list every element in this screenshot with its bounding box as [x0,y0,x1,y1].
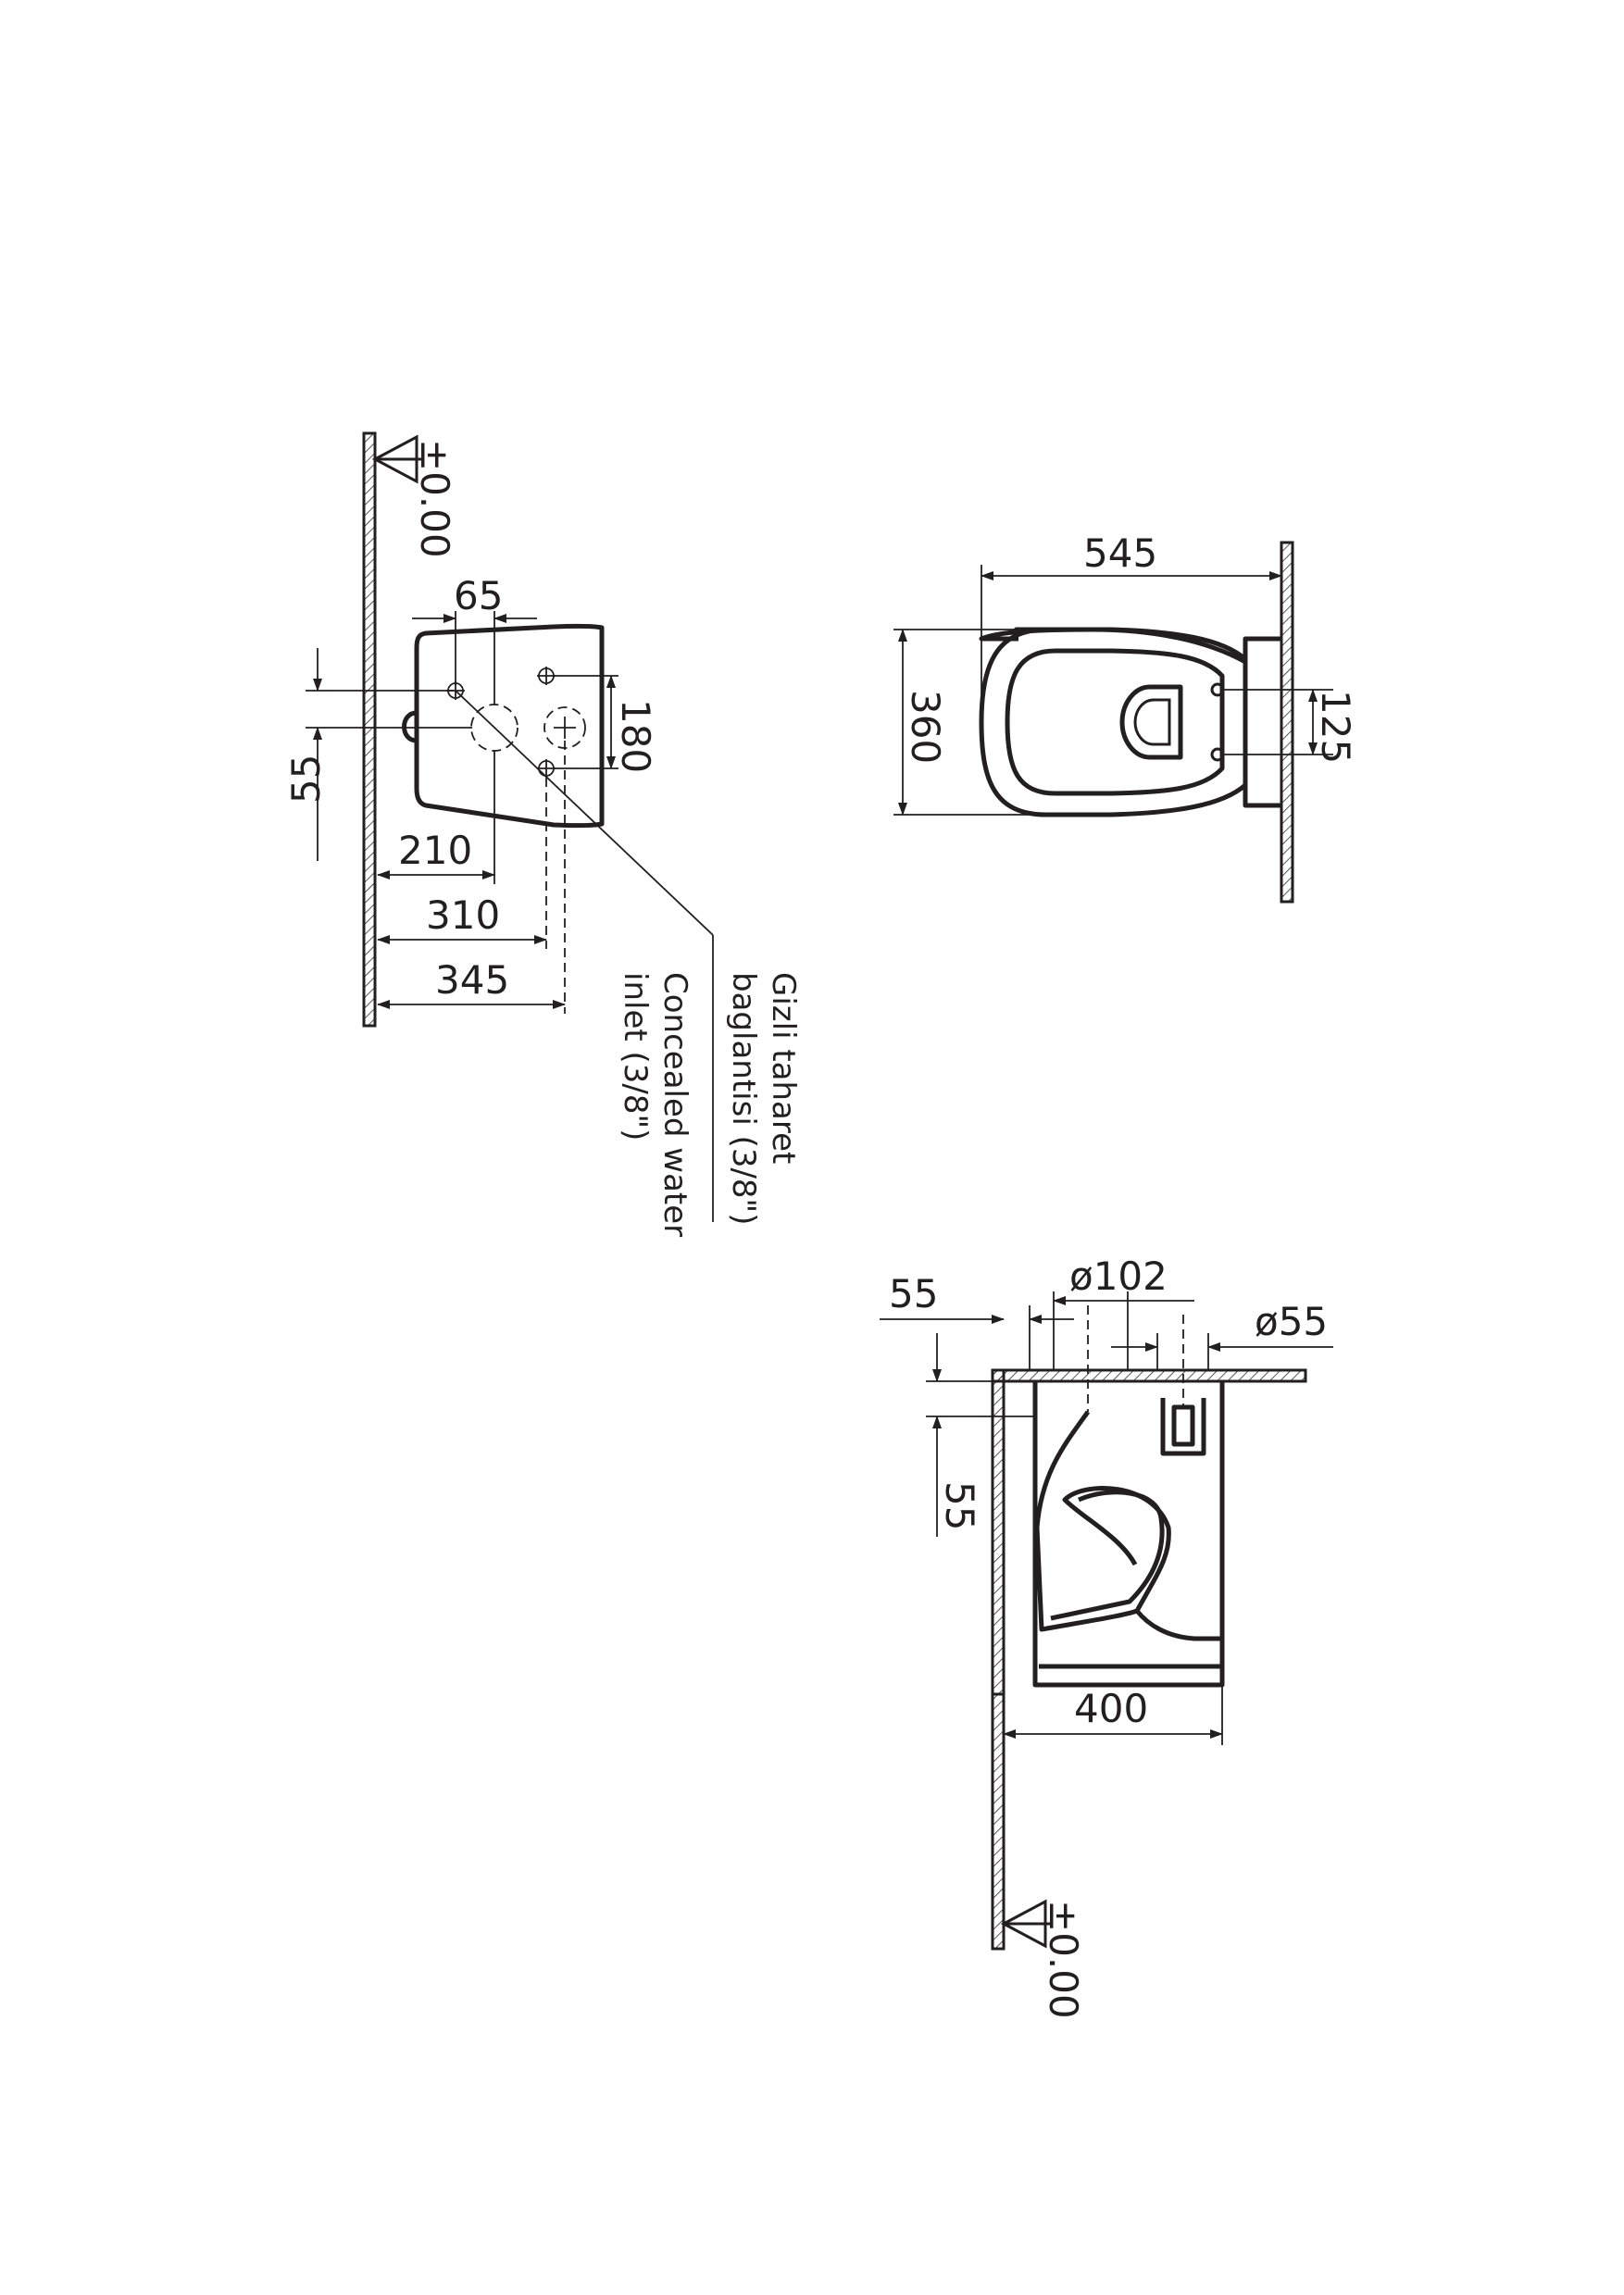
inlet-spud [1160,1398,1206,1456]
toilet-side-outline [414,623,605,829]
dim-125-label: 125 [1313,690,1358,764]
callout-en-line2: inlet (3/8") [617,972,654,1141]
dim-210-label: 210 [398,828,472,873]
callout-leader [455,690,714,1222]
dim-65-label: 65 [454,573,503,618]
bowl-inner [1005,648,1225,796]
side-view: ±0.00 65 [283,431,802,1237]
callout-tr-line2: baglantisi (3/8") [725,972,762,1225]
dim-55-side: 55 [926,1333,1035,1537]
dim-310: 310 [377,778,547,949]
wall-hatch-plan [1280,541,1294,904]
dim-180: 180 [554,675,658,773]
bowl-outlet [1119,684,1183,760]
dim-55-dia-label: ø55 [1255,1299,1328,1344]
dim-55-left: 55 [283,648,472,861]
dim-360-label: 360 [903,690,948,764]
mounting-block [1243,636,1281,808]
callout-tr-line1: Gizli taharet [765,972,802,1164]
dim-210: 210 [377,750,495,884]
callout-en-line1: Concealed water [656,972,693,1237]
outlet-stub [402,710,418,743]
level-mark-left: ±0.00 [371,434,457,558]
bowl-outer-shape [979,627,1248,817]
dim-55-left-label: 55 [283,755,329,804]
dim-102-label: ø102 [1069,1254,1168,1299]
trap-profile [1034,1410,1220,1669]
dim-55-side-label: 55 [937,1481,982,1530]
dim-55-dia: ø55 [1111,1299,1333,1370]
dim-400-label: 400 [1074,1686,1148,1731]
plan-view: 545 360 125 [893,530,1358,904]
level-label-left: ±0.00 [412,439,457,558]
bowl-outlet-inner [1133,698,1171,746]
dim-360: 360 [893,629,1046,816]
dim-102: ø102 [1053,1254,1194,1370]
wall-hatch-section [991,1368,1006,1696]
dim-180-label: 180 [613,699,658,773]
dim-55-top: 55 [880,1271,1074,1370]
dim-65: 65 [412,573,537,705]
dim-545: 545 [981,530,1282,715]
level-label-section: ±0.00 [1041,1900,1086,2019]
dim-345: 345 [377,741,566,1014]
trap-inner [1050,1490,1165,1621]
dim-55-top-label: 55 [889,1271,938,1316]
dim-545-label: 545 [1083,530,1157,576]
dim-125: 125 [1222,689,1358,764]
dim-310-label: 310 [426,892,500,938]
wall-hatch-lower [991,1692,1006,1951]
dim-345-label: 345 [435,957,509,1003]
section-view: 55 ø102 ø55 55 400 [880,1254,1333,2019]
wall-hatch-left [362,431,377,1028]
top-support-hatch [991,1368,1307,1383]
dim-400: 400 [1003,1685,1223,1745]
level-mark-section: ±0.00 [1000,1899,1086,2019]
